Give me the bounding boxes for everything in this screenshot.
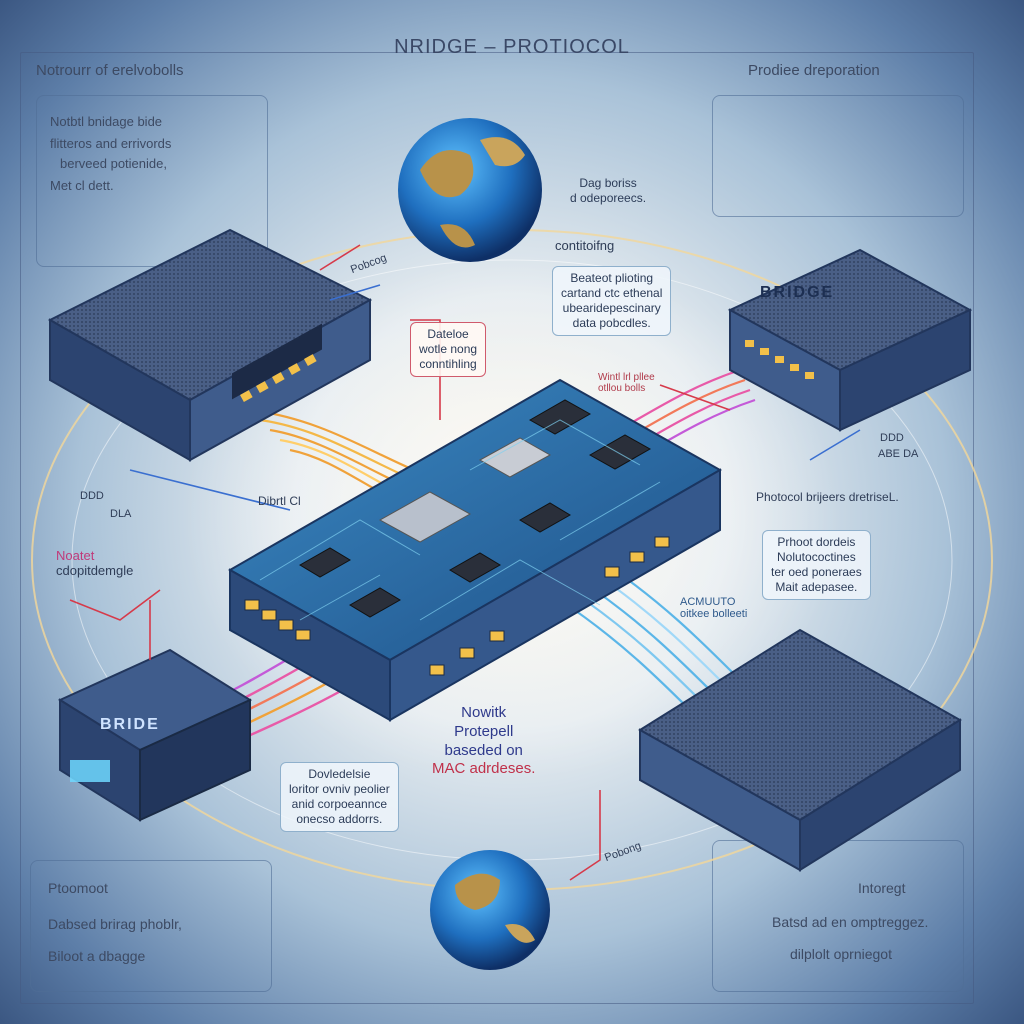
callout-mac-line-2: Protepell — [454, 722, 514, 740]
arrows — [69, 244, 861, 881]
callout-right-mid: Photocol brijeers dretriseL. — [756, 490, 899, 504]
label-ddd-right: DDD — [880, 432, 904, 444]
callout-wmtd-line-2: otllou bolls — [598, 383, 646, 394]
page-title: NRIDGE – PROTIOCOL — [394, 36, 630, 58]
central-bridge-device — [227, 378, 723, 722]
callout-bottom-center-line-1: Dovledelsie — [308, 767, 371, 781]
callout-top-mid: Dag boriss d odeporeecs. — [562, 172, 654, 210]
globe-icon-top — [398, 118, 542, 262]
callout-center-line-1: Dateloe — [427, 327, 469, 341]
callout-bottom-center-line-2: loritor ovniv peolier — [289, 782, 390, 796]
globe-icon-bottom — [430, 850, 550, 970]
device-bottom-right — [638, 628, 962, 872]
left-footer-1: Ptoomoot — [48, 880, 108, 896]
label-ddd-left-2: DLA — [110, 508, 132, 520]
callout-center-line-2: wotle nong — [419, 342, 478, 356]
callout-mac-line-4: MAC adrdeses. — [432, 760, 536, 778]
label-ddd-left: DDD — [80, 490, 104, 502]
callout-left-mid-line-1: Noatet — [56, 548, 95, 563]
callout-monitoring: contitoifng — [555, 238, 615, 253]
callout-top-right-line-3: ubearidepescinary — [562, 301, 661, 315]
callout-acmuto-line-2: oitkee bolleeti — [680, 608, 748, 620]
left-footer-3: Biloot a dbagge — [48, 948, 146, 964]
left-top-panel — [36, 95, 268, 267]
outer-frame — [20, 52, 974, 1004]
callout-bottom-center-line-3: anid corpoeannce — [291, 797, 388, 811]
callout-mac-line-1: Nowitk — [461, 704, 507, 721]
bridge-label-right: BRIDGE — [760, 284, 835, 301]
callout-top-mid-line-2: d odeporeecs. — [570, 191, 647, 205]
callout-bottom-center: Dovledelsie loritor ovniv peolier anid c… — [280, 762, 399, 832]
callout-right-box-line-3: ter oed poneraes — [771, 565, 862, 579]
callout-bottom-center-line-4: onecso addorrs. — [296, 812, 383, 826]
left-bullet-3: berveed potienide, — [60, 156, 167, 171]
left-panel-header: Notrourr of erelvobolls — [36, 62, 184, 79]
callout-right-box: Prhoot dordeis Nolutococtines ter oed po… — [762, 530, 871, 600]
callout-acmuto: ACMUUTO oitkee bolleeti — [680, 596, 747, 620]
right-footer-1: Intoregt — [858, 880, 906, 896]
callout-top-right-line-1: Beateot plioting — [570, 271, 654, 285]
left-bullet-2: flitteros and errivords — [50, 136, 172, 151]
label-dbrtl: Dibrtl Cl — [258, 494, 301, 508]
callout-mac-line-3: baseded on — [444, 741, 523, 759]
callout-right-box-line-4: Mait adepasee. — [775, 580, 858, 594]
callout-mac: Nowitk Protepell baseded on MAC adrdeses… — [424, 700, 543, 783]
device-bottom-left — [57, 648, 253, 822]
ethernet-ports-center — [244, 536, 670, 676]
callout-right-box-line-2: Nolutococtines — [777, 550, 856, 564]
left-bottom-panel — [30, 860, 272, 992]
chips — [299, 399, 652, 618]
callout-center: Dateloe wotle nong conntihling — [410, 322, 487, 377]
left-footer-2: Dabsed brirag phoblr, — [48, 916, 182, 932]
callout-top-right-line-2: cartand ctc ethenal — [561, 286, 663, 300]
callout-wmtd: Wintl lrl pllee otllou bolls — [598, 372, 655, 394]
callout-center-line-3: conntihling — [419, 357, 477, 371]
callout-top-right-line-4: data pobcdles. — [572, 316, 651, 330]
right-footer-3: dilplolt oprniegot — [790, 946, 892, 962]
callout-wmtd-line-1: Wintl lrl pllee — [598, 372, 655, 383]
callout-acmuto-line-1: ACMUUTO — [680, 596, 736, 608]
callout-top-mid-line-1: Dag boriss — [579, 176, 637, 190]
callout-right-box-line-1: Prhoot dordeis — [777, 535, 856, 549]
left-bullet-4: Met cl dett. — [50, 178, 114, 193]
device-top-right — [727, 248, 973, 432]
right-footer-2: Batsd ad en omptreggez. — [772, 914, 929, 930]
callout-left-mid-line-2: cdopitdemgle — [56, 563, 134, 578]
label-ddd-right-2: ABE DA — [878, 448, 919, 460]
right-panel-header: Prodiee dreporation — [748, 62, 880, 79]
callout-top-right: Beateot plioting cartand ctc ethenal ube… — [552, 266, 672, 336]
callout-left-mid: Noatet cdopitdemgle — [56, 548, 133, 578]
ethernet-ports-top-left — [240, 354, 317, 402]
left-bullet-1: Notbtl bnidage bide — [50, 114, 163, 129]
device-top-left — [47, 228, 373, 462]
right-top-panel — [712, 95, 964, 217]
bridge-label-left: BRIDE — [100, 716, 160, 733]
